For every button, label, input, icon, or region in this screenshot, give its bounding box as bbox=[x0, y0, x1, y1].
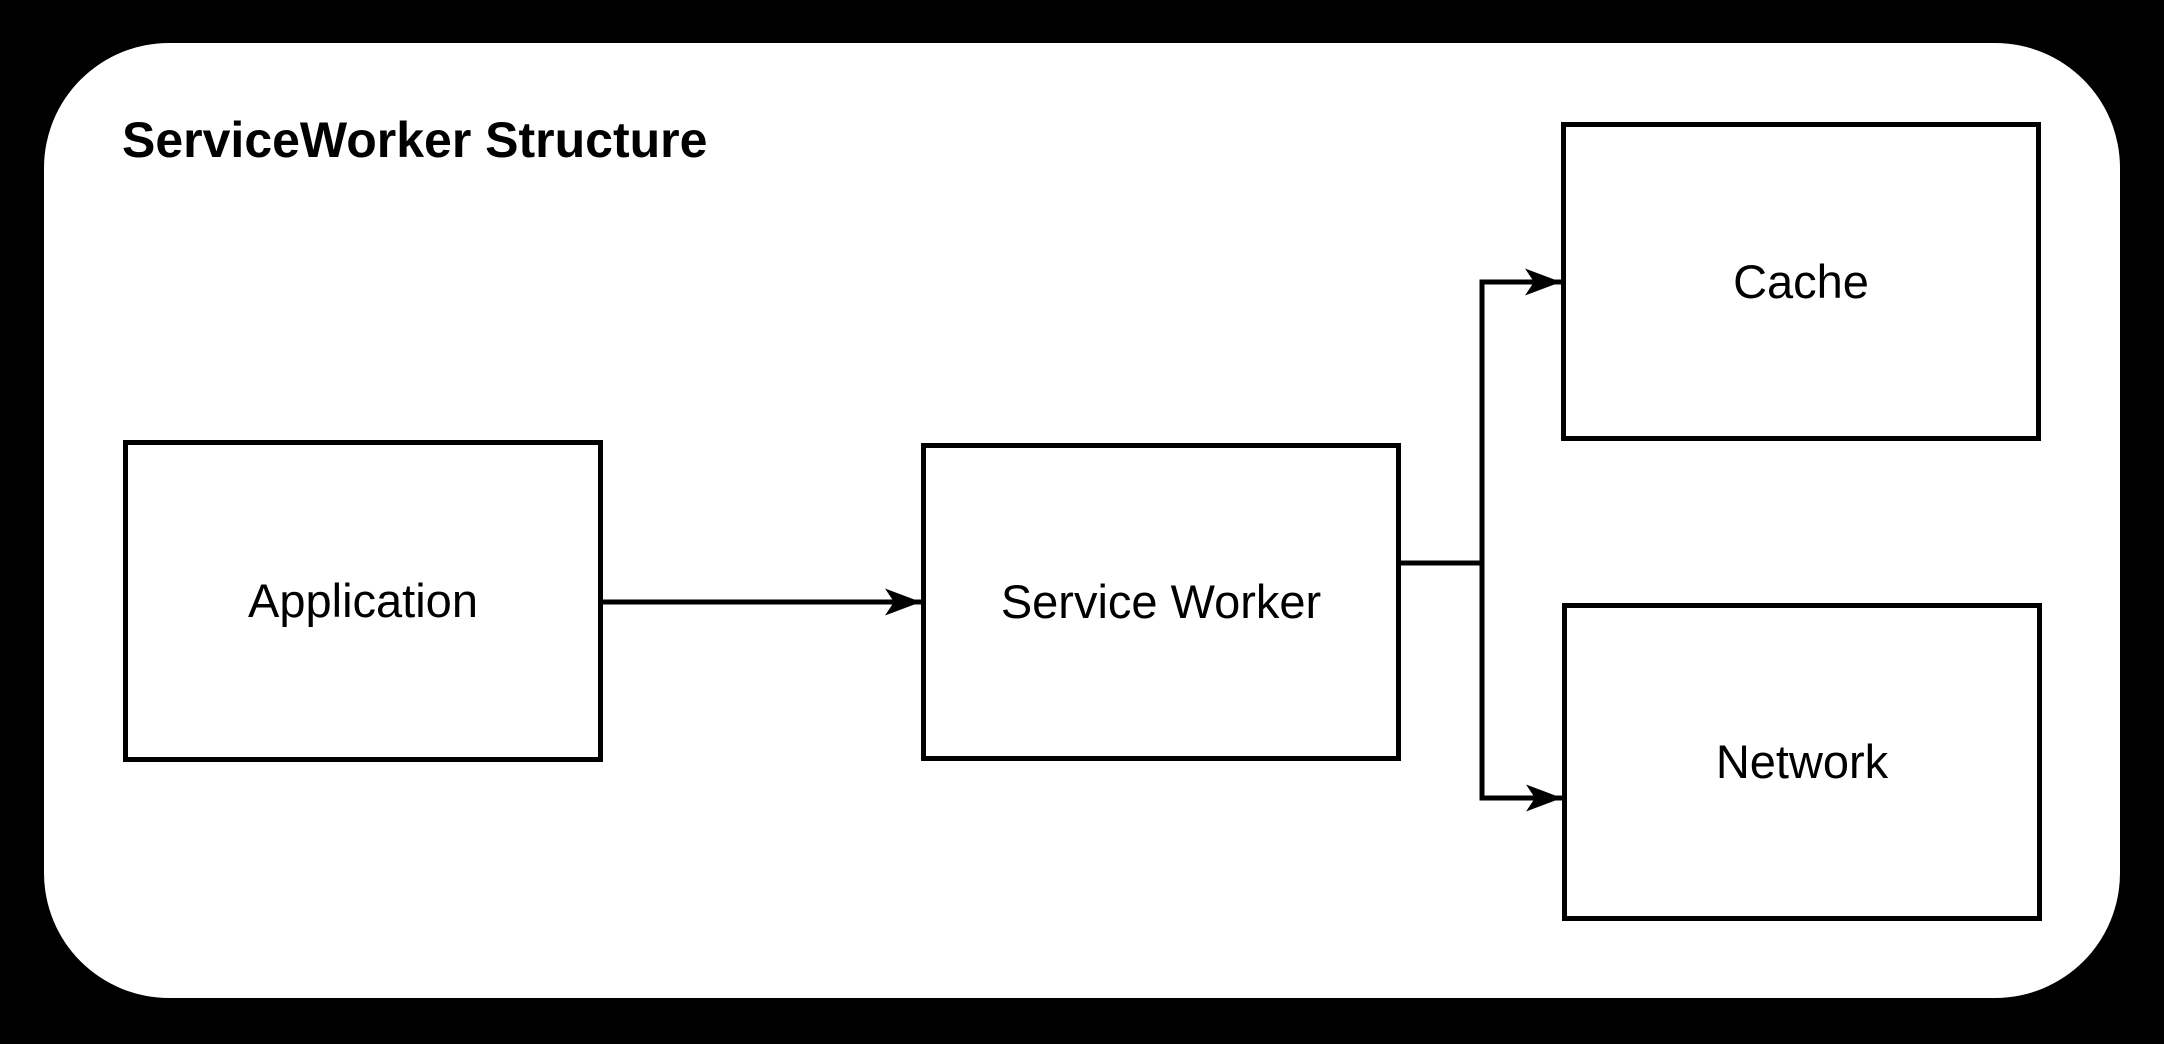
node-application-label: Application bbox=[248, 574, 478, 628]
node-network: Network bbox=[1562, 603, 2042, 921]
node-cache: Cache bbox=[1561, 122, 2041, 441]
diagram-sheet: ServiceWorker Structure Application Serv… bbox=[44, 43, 2120, 998]
node-cache-label: Cache bbox=[1733, 254, 1869, 308]
node-application: Application bbox=[123, 440, 603, 762]
diagram-title: ServiceWorker Structure bbox=[122, 112, 708, 168]
edge-service-worker-to-cache bbox=[1401, 268, 1561, 566]
node-service-worker: Service Worker bbox=[921, 443, 1401, 761]
node-network-label: Network bbox=[1715, 735, 1889, 789]
node-service-worker-label: Service Worker bbox=[1000, 575, 1322, 629]
edge-service-worker-to-network bbox=[1479, 563, 1562, 812]
